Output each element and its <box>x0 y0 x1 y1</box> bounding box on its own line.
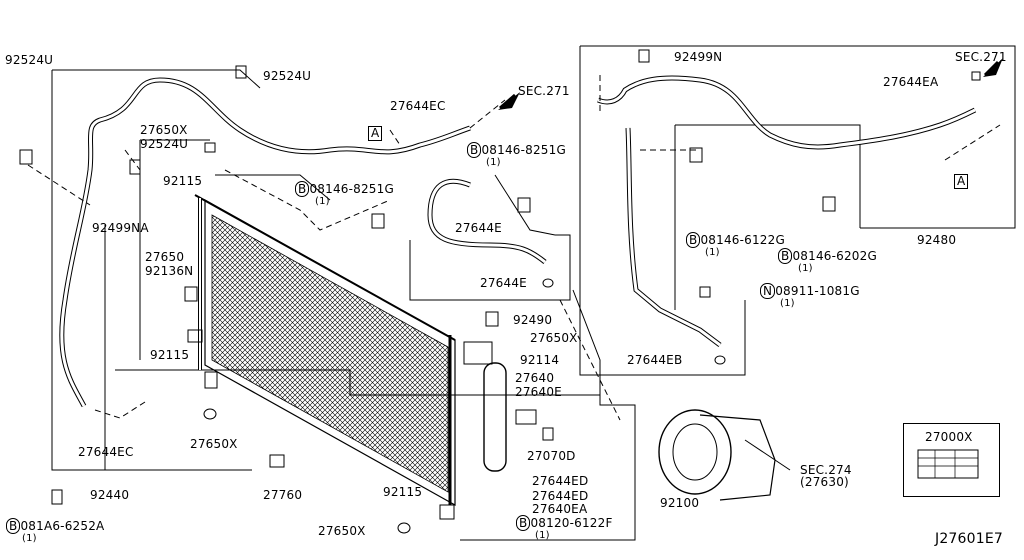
label-27644E-mid: 27644E <box>455 221 502 235</box>
label-27650X-mid: 27650X <box>530 331 578 345</box>
nut-icon: N <box>760 283 776 299</box>
label-27640: 27640 <box>515 371 555 385</box>
label-27070D: 27070D <box>527 449 576 463</box>
label-27644EA: 27644EA <box>883 75 939 89</box>
label-27644ED-1: 27644ED <box>532 474 589 488</box>
label-081A6-6252A-qty: (1) <box>22 533 37 544</box>
part-number: 08146-6202G <box>792 249 877 263</box>
part-number: 08911-1081G <box>775 284 860 298</box>
label-27650X-top: 27650X <box>140 123 188 137</box>
label-92440: 92440 <box>90 488 130 502</box>
part-number: 08120-6122F <box>530 516 613 530</box>
label-92524U-mid: 92524U <box>140 137 189 151</box>
label-27000X: 27000X <box>925 430 973 444</box>
label-27644ED-2: 27644ED <box>532 489 589 503</box>
bolt-icon: B <box>778 248 793 264</box>
label-27644EC-low: 27644EC <box>78 445 134 459</box>
label-27644EC-top: 27644EC <box>390 99 446 113</box>
label-08146-6122G-qty: (1) <box>705 247 720 258</box>
label-27760: 27760 <box>263 488 303 502</box>
bolt-icon: B <box>6 518 21 534</box>
label-92136N: 92136N <box>145 264 194 278</box>
label-92524U-top: 92524U <box>263 69 312 83</box>
label-92100: 92100 <box>660 496 700 510</box>
label-92499NA: 92499NA <box>92 221 149 235</box>
label-08146-6202G-qty: (1) <box>798 263 813 274</box>
label-92115-low: 92115 <box>383 485 423 499</box>
receiver-drier <box>483 362 507 472</box>
label-a-right: A <box>954 174 969 189</box>
label-sec274: SEC.274 <box>800 463 852 477</box>
label-08120-6122F-qty: (1) <box>535 530 550 541</box>
compressor <box>658 409 732 495</box>
label-92490: 92490 <box>513 313 553 327</box>
bolt-icon: B <box>295 181 310 197</box>
diagram-id: J27601E7 <box>935 531 1004 547</box>
label-27644EB: 27644EB <box>627 353 683 367</box>
frame-92440 <box>51 70 252 471</box>
label-08911-1081G-qty: (1) <box>780 298 795 309</box>
label-27650X-bottom: 27650X <box>318 524 366 538</box>
label-27650X-low: 27650X <box>190 437 238 451</box>
label-92524U-left: 92524U <box>5 53 54 67</box>
part-number: 08146-6122G <box>700 233 785 247</box>
label-27644E-lower: 27644E <box>480 276 527 290</box>
label-27640EA: 27640EA <box>532 502 588 516</box>
label-a-mid: A <box>368 126 383 141</box>
label-92499N: 92499N <box>674 50 723 64</box>
label-92114: 92114 <box>520 353 560 367</box>
kit-box <box>903 423 1000 497</box>
bolt-icon: B <box>467 142 482 158</box>
part-number: 081A6-6252A <box>20 519 105 533</box>
label-92480: 92480 <box>917 233 957 247</box>
bolt-icon: B <box>516 515 531 531</box>
label-27640E: 27640E <box>515 385 562 399</box>
label-92115-mid: 92115 <box>150 348 190 362</box>
part-number: 08146-8251G <box>481 143 566 157</box>
label-sec274-ref: (27630) <box>800 475 849 489</box>
label-08146-8251G-right-qty: (1) <box>486 157 501 168</box>
part-number: 08146-8251G <box>309 182 394 196</box>
bolt-icon: B <box>686 232 701 248</box>
label-08146-8251G-mid-qty: (1) <box>315 196 330 207</box>
label-92115-top: 92115 <box>163 174 203 188</box>
label-27650: 27650 <box>145 250 185 264</box>
label-sec271-right: SEC.271 <box>955 50 1007 64</box>
label-sec271-mid: SEC.271 <box>518 84 570 98</box>
